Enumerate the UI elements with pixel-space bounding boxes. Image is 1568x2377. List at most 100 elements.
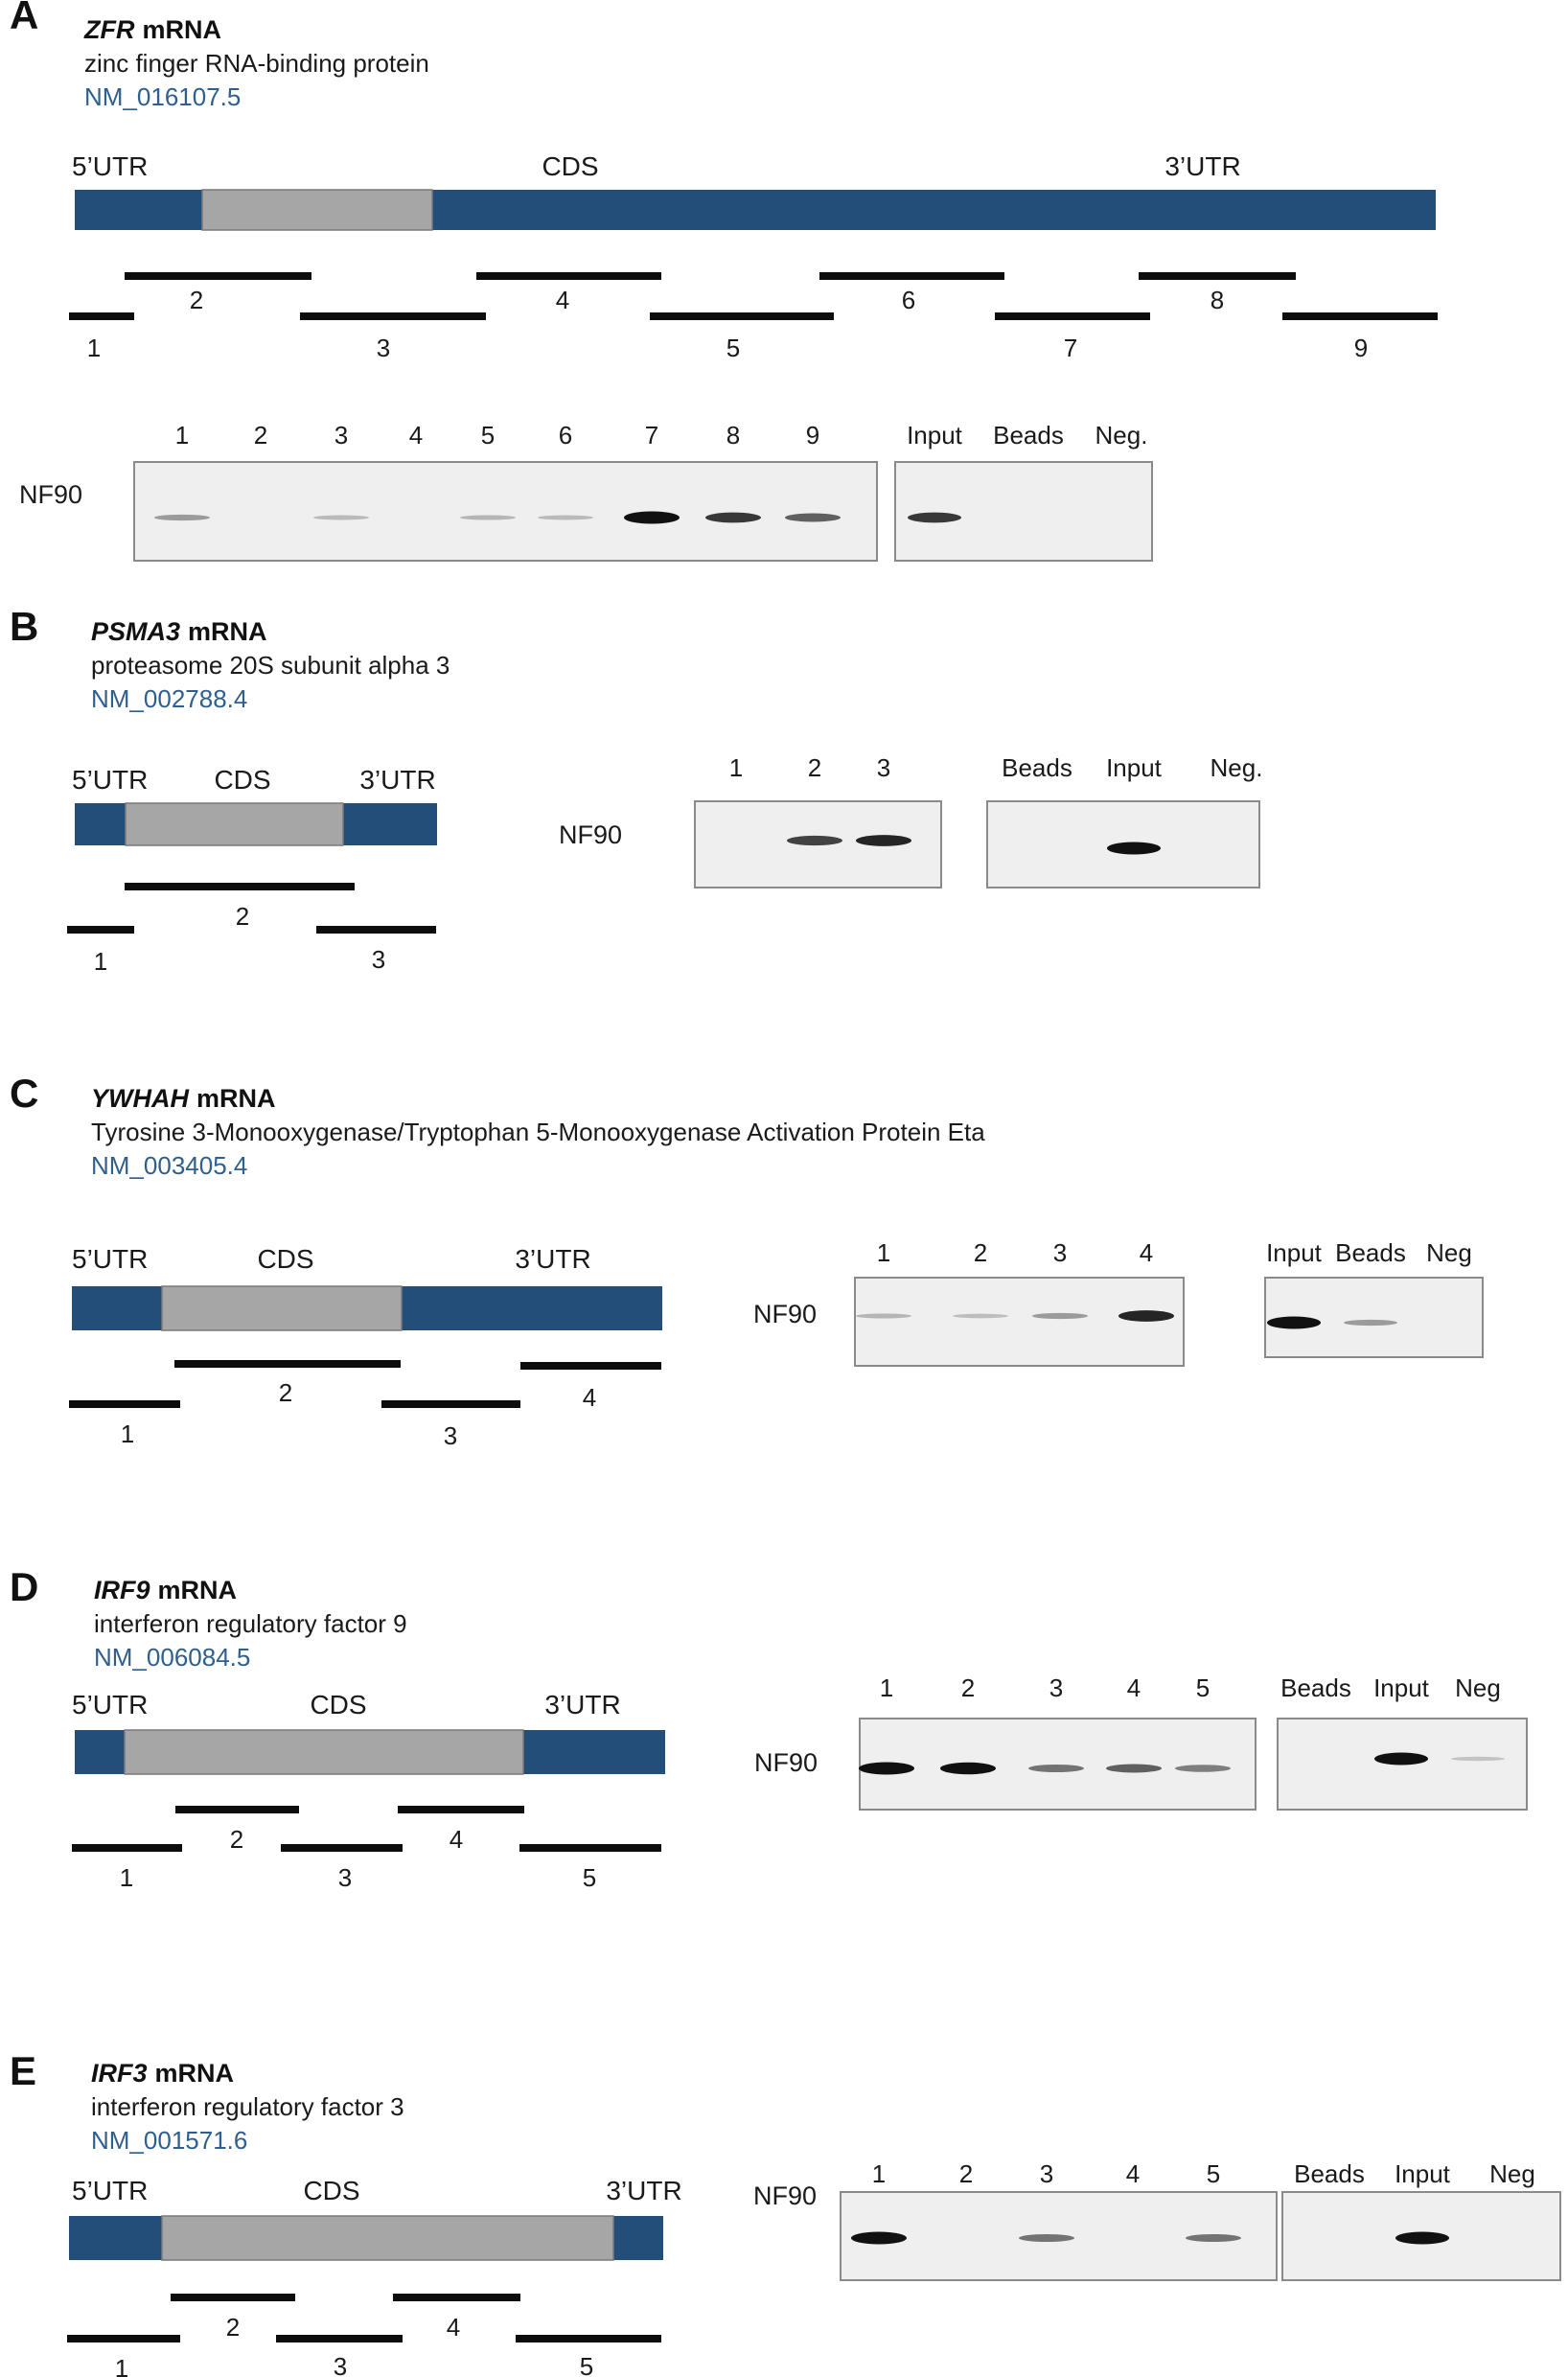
lane-label: 5 [1196,1673,1210,1702]
control-lane-label: Input [1395,2159,1451,2188]
fragment-label: 1 [120,1863,133,1892]
3-utr-label: 3’UTR [359,765,435,795]
lane-label: 4 [1126,2159,1140,2188]
blot-membrane [854,1277,1185,1367]
fragment-label: 3 [377,334,390,362]
control-lane-label: Input [1373,1673,1430,1702]
fragment-label: 8 [1211,286,1224,314]
blot-band [1175,1765,1231,1772]
fragment-bar [125,272,311,280]
gene-description: proteasome 20S subunit alpha 3 [91,651,450,680]
lane-label: 9 [806,421,819,450]
lane-label: 2 [974,1238,987,1267]
blot-band [859,1762,914,1775]
cds-label: CDS [214,765,270,795]
blot-band [856,1313,911,1319]
fragment-bar [72,1844,182,1852]
panel-letter: B [10,604,38,649]
fragment-bar [171,2294,295,2301]
5-utr-label: 5’UTR [72,1690,148,1719]
fragment-map: 123 [67,883,436,976]
blot-band [538,515,593,520]
panel-letter: E [10,2048,36,2093]
blot-band [154,514,210,521]
fragment-bar [69,312,134,320]
3-utr-label: 3’UTR [1164,151,1240,181]
blot-band [1186,2233,1241,2243]
3-utr-label: 3’UTR [544,1690,620,1719]
blot-band [624,511,680,524]
mrna-diagram [72,1285,662,1331]
panel-letter: D [10,1564,38,1609]
lane-label: 1 [877,1238,890,1267]
blot-band [940,1762,996,1775]
fragment-bar [125,883,355,890]
lane-label: 6 [559,421,572,450]
mrna-diagram [69,2215,663,2261]
fragment-bar [520,1362,661,1370]
gene-description: zinc finger RNA-binding protein [84,49,429,78]
fragment-bar [1282,312,1438,320]
blot-band [705,512,761,523]
fragment-label: 1 [121,1419,134,1448]
fragment-bar [393,2294,520,2301]
fragment-label: 5 [580,2352,593,2377]
fragment-label: 9 [1354,334,1368,362]
lane-label: 3 [334,421,348,450]
control-lane-label: Input [907,421,963,450]
gene-symbol: IRF3 [91,2059,148,2088]
cds-segment [125,802,344,846]
5-utr-label: 5’UTR [72,151,148,181]
control-band [908,512,961,523]
lane-label: 4 [1140,1238,1153,1267]
blot-band [787,835,842,846]
lane-label: 2 [808,753,821,782]
lane-label: 4 [1127,1673,1141,1702]
control-lane-label: Beads [993,421,1064,450]
accession-number: NM_006084.5 [94,1643,250,1672]
gene-description: interferon regulatory factor 9 [94,1609,407,1638]
lane-label: 8 [726,421,740,450]
gene-symbol: YWHAH [91,1084,189,1113]
control-lane-label: Input [1106,753,1163,782]
fragment-label: 2 [279,1378,292,1407]
fragment-bar [316,926,436,934]
blot-band [856,835,911,846]
lane-label: 4 [409,421,423,450]
fragment-bar [281,1844,403,1852]
gene-symbol: PSMA3 [91,617,180,646]
lane-label: 3 [1049,1673,1063,1702]
fragment-bar [398,1806,524,1813]
lane-label: 2 [254,421,267,450]
cds-segment [161,2215,614,2261]
control-lane-label: Beads [1002,753,1072,782]
fragment-bar [276,2335,403,2342]
protein-label: NF90 [754,1748,818,1777]
fragment-label: 5 [726,334,740,362]
mrna-diagram [75,802,437,846]
fragment-label: 1 [87,334,101,362]
control-lane-label: Beads [1294,2159,1365,2188]
lane-label: 5 [1207,2159,1220,2188]
fragment-bar [1139,272,1296,280]
control-band [1107,842,1161,855]
protein-label: NF90 [753,1300,817,1328]
blot-membrane [894,461,1153,562]
fragment-label: 5 [583,1863,596,1892]
control-band [1344,1319,1397,1327]
gene-description: Tyrosine 3-Monooxygenase/Tryptophan 5-Mo… [91,1118,985,1146]
blot-band [1118,1310,1174,1322]
blot-band [460,515,516,520]
